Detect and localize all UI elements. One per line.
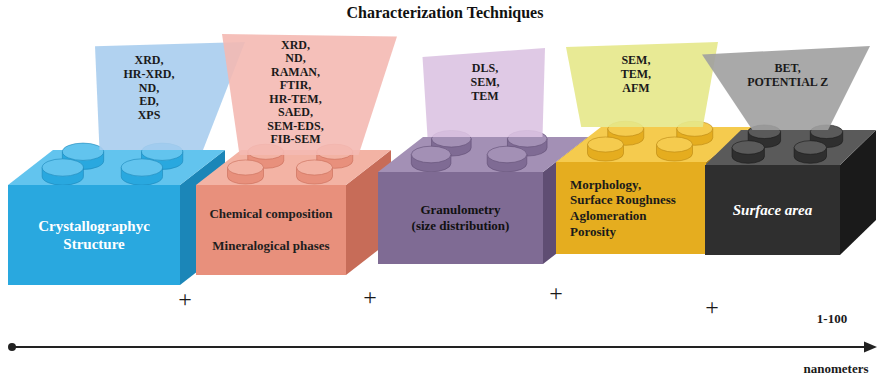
technique-list: XRD, ND, RAMAN, FTIR, HR-TEM, SAED, SEM-… — [256, 39, 336, 147]
scale-value: 1-100 — [817, 312, 847, 326]
plus-sign: + — [178, 286, 192, 312]
brick-stud-top — [121, 159, 162, 176]
property-text-wrap: Crystallographyc Structure — [19, 217, 169, 253]
plus-sign: + — [363, 284, 377, 310]
scale-unit: nanometers — [804, 362, 869, 376]
property-label: Morphology, Surface Roughness Aglomerati… — [570, 177, 682, 239]
technique-list-wrap: XRD, HR-XRD, ND, ED, XPS — [109, 54, 189, 123]
property-brick: Surface area — [705, 165, 840, 255]
technique-list: SEM, TEM, AFM — [596, 54, 676, 95]
brick-illustration — [196, 144, 391, 275]
brick-top — [705, 130, 876, 165]
brick-top — [8, 150, 225, 185]
brick-illustration — [8, 143, 225, 285]
plus-sign: + — [705, 294, 719, 320]
brick-stud-top — [42, 159, 83, 176]
plus-sign: + — [549, 280, 563, 306]
property-label: Crystallographyc Structure — [19, 217, 169, 253]
brick-top — [196, 150, 391, 185]
technique-flag: XRD, ND, RAMAN, FTIR, HR-TEM, SAED, SEM-… — [222, 34, 397, 155]
flag-polygon — [423, 48, 546, 137]
brick-stud-top — [62, 143, 103, 160]
property-label: Surface area — [733, 201, 813, 219]
property-label: Chemical composition — [209, 206, 332, 222]
technique-flag: DLS, SEM, TEM — [420, 48, 545, 137]
brick-stud-top — [588, 137, 624, 152]
property-label: Mineralogical phases — [209, 238, 332, 254]
technique-list: XRD, HR-XRD, ND, ED, XPS — [109, 54, 189, 123]
technique-list: BET, POTENTIAL Z — [741, 62, 835, 90]
flag-shape — [95, 42, 245, 150]
technique-flag: SEM, TEM, AFM — [566, 42, 718, 127]
technique-flag: XRD, HR-XRD, ND, ED, XPS — [95, 42, 245, 150]
brick-stud-top — [228, 160, 264, 175]
brick-stud-top — [297, 160, 333, 175]
technique-list: DLS, SEM, TEM — [445, 62, 525, 103]
brick-stud-top — [794, 141, 826, 155]
scale-arrow — [8, 342, 877, 353]
property-text-wrap: Surface area — [733, 201, 813, 219]
property-brick: Crystallographyc Structure — [8, 185, 180, 285]
brick-stud-top — [657, 137, 693, 152]
technique-list-wrap: XRD, ND, RAMAN, FTIR, HR-TEM, SAED, SEM-… — [256, 39, 336, 147]
brick-stud-top — [487, 146, 527, 163]
property-brick: Morphology, Surface Roughness Aglomerati… — [556, 162, 706, 254]
property-text-wrap: Chemical compositionMineralogical phases — [209, 206, 332, 253]
brick-stud-top — [732, 141, 764, 155]
brick-illustration — [705, 125, 876, 255]
flag-polygon — [222, 34, 397, 155]
technique-list-wrap: BET, POTENTIAL Z — [741, 62, 835, 90]
property-text-wrap: Morphology, Surface Roughness Aglomerati… — [570, 177, 682, 239]
scale-dot — [8, 343, 16, 351]
property-label: Granulometry (size distribution) — [410, 202, 512, 233]
technique-list-wrap: SEM, TEM, AFM — [596, 54, 676, 95]
flag-polygon — [702, 46, 870, 130]
brick-stud-top — [411, 146, 451, 163]
diagram-title: Characterization Techniques — [347, 4, 544, 22]
property-brick: Granulometry (size distribution) — [378, 172, 543, 264]
flag-polygon — [95, 42, 245, 150]
technique-list-wrap: DLS, SEM, TEM — [445, 62, 525, 103]
flag-polygon — [566, 42, 718, 127]
technique-flag: BET, POTENTIAL Z — [702, 46, 870, 130]
property-text-wrap: Granulometry (size distribution) — [410, 202, 512, 233]
scale-line — [12, 346, 866, 348]
scale-arrowhead — [864, 342, 877, 353]
property-brick: Chemical compositionMineralogical phases — [196, 185, 346, 275]
